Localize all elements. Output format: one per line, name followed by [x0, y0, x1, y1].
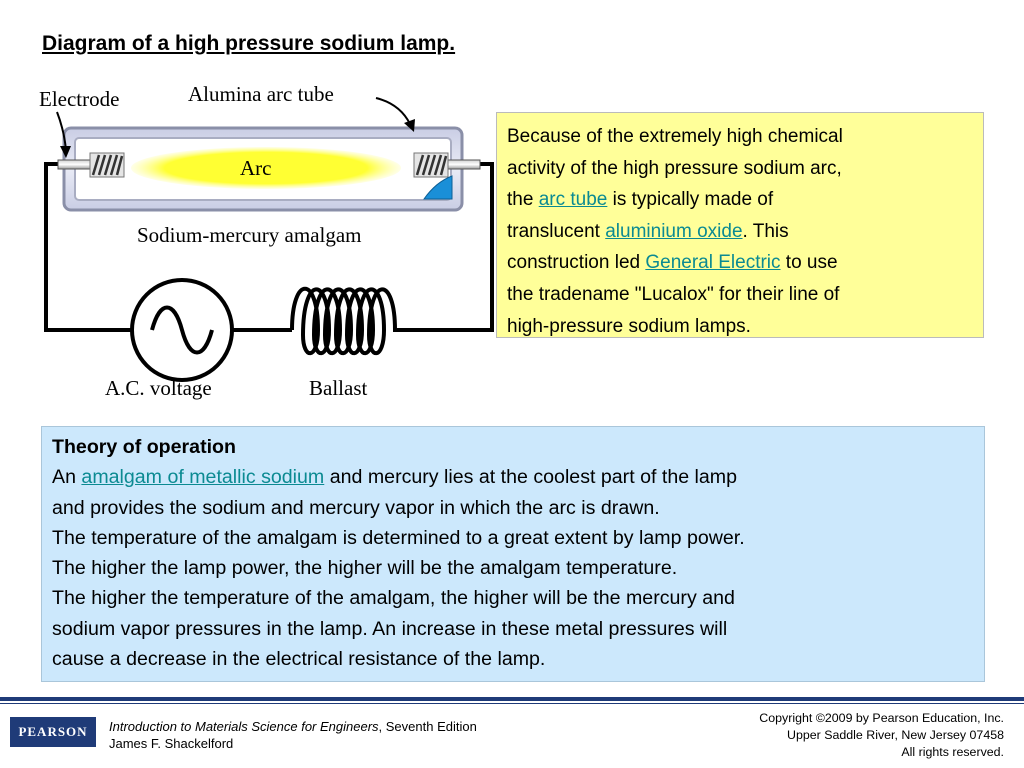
- label-ballast: Ballast: [309, 376, 367, 400]
- theory-line: cause a decrease in the electrical resis…: [52, 648, 546, 671]
- info-box: Because of the extremely high chemical a…: [496, 112, 984, 338]
- theory-line: The higher the lamp power, the higher wi…: [52, 557, 678, 580]
- label-amalgam: Sodium-mercury amalgam: [137, 223, 362, 247]
- circuit-wire: [44, 162, 494, 332]
- theory-line: and provides the sodium and mercury vapo…: [52, 496, 660, 519]
- ballast-coil: [290, 286, 412, 356]
- info-text: the: [507, 189, 539, 211]
- theory-line: sodium vapor pressures in the lamp. An i…: [52, 617, 728, 640]
- aluminium-oxide-link[interactable]: aluminium oxide: [605, 220, 743, 242]
- right-electrode: [413, 152, 449, 178]
- lamp-diagram: Electrode Alumina arc tube Arc Sodium-me…: [39, 82, 494, 400]
- info-text: to use: [780, 252, 838, 274]
- copyright-notice: Copyright ©2009 by Pearson Education, In…: [759, 710, 1004, 761]
- copyright-line: Upper Saddle River, New Jersey 07458: [787, 728, 1004, 742]
- info-text: . This: [742, 220, 789, 242]
- label-arc: Arc: [240, 156, 271, 180]
- theory-text: and mercury lies at the coolest part of …: [324, 466, 738, 489]
- theory-line: An amalgam of metallic sodium and mercur…: [52, 462, 974, 492]
- book-edition: , Seventh Edition: [378, 719, 477, 734]
- info-text: translucent: [507, 220, 606, 242]
- theory-heading: Theory of operation: [52, 436, 236, 458]
- info-text: construction led: [507, 252, 646, 274]
- electrode-arrow: [56, 111, 71, 158]
- footer-rule-thin: [0, 703, 1024, 704]
- general-electric-link[interactable]: General Electric: [645, 252, 781, 274]
- theory-box: Theory of operation An amalgam of metall…: [41, 426, 985, 682]
- left-lead-wire: [57, 159, 93, 170]
- left-electrode: [89, 152, 125, 178]
- book-title: Introduction to Materials Science for En…: [109, 719, 379, 734]
- copyright-line: All rights reserved.: [901, 745, 1004, 759]
- book-author: James F. Shackelford: [109, 736, 234, 751]
- pearson-logo: PEARSON: [10, 717, 96, 747]
- book-info: Introduction to Materials Science for En…: [109, 718, 477, 752]
- arc-glow: [131, 147, 401, 189]
- label-alumina-arc-tube: Alumina arc tube: [188, 82, 334, 106]
- theory-line: The temperature of the amalgam is determ…: [52, 526, 745, 549]
- info-text: activity of the high pressure sodium arc…: [507, 157, 842, 179]
- amalgam-link[interactable]: amalgam of metallic sodium: [81, 466, 325, 489]
- copyright-line: Copyright ©2009 by Pearson Education, In…: [759, 711, 1004, 725]
- info-text: Because of the extremely high chemical: [507, 126, 843, 147]
- info-text: the tradename "Lucalox" for their line o…: [507, 283, 840, 305]
- footer-rule: [0, 697, 1024, 701]
- label-ac-voltage: A.C. voltage: [105, 376, 212, 400]
- slide-title: Diagram of a high pressure sodium lamp.: [42, 32, 456, 55]
- tube-arrow: [375, 97, 415, 132]
- info-text: is typically made of: [607, 189, 774, 211]
- arc-tube-link[interactable]: arc tube: [538, 189, 608, 211]
- amalgam-droplet: [423, 175, 453, 200]
- label-electrode: Electrode: [39, 87, 119, 111]
- info-text: high-pressure sodium lamps.: [507, 315, 751, 337]
- theory-line: The higher the temperature of the amalga…: [52, 587, 735, 610]
- right-lead-wire: [445, 159, 481, 170]
- ac-source-symbol: [130, 278, 234, 382]
- theory-text: An: [52, 466, 82, 489]
